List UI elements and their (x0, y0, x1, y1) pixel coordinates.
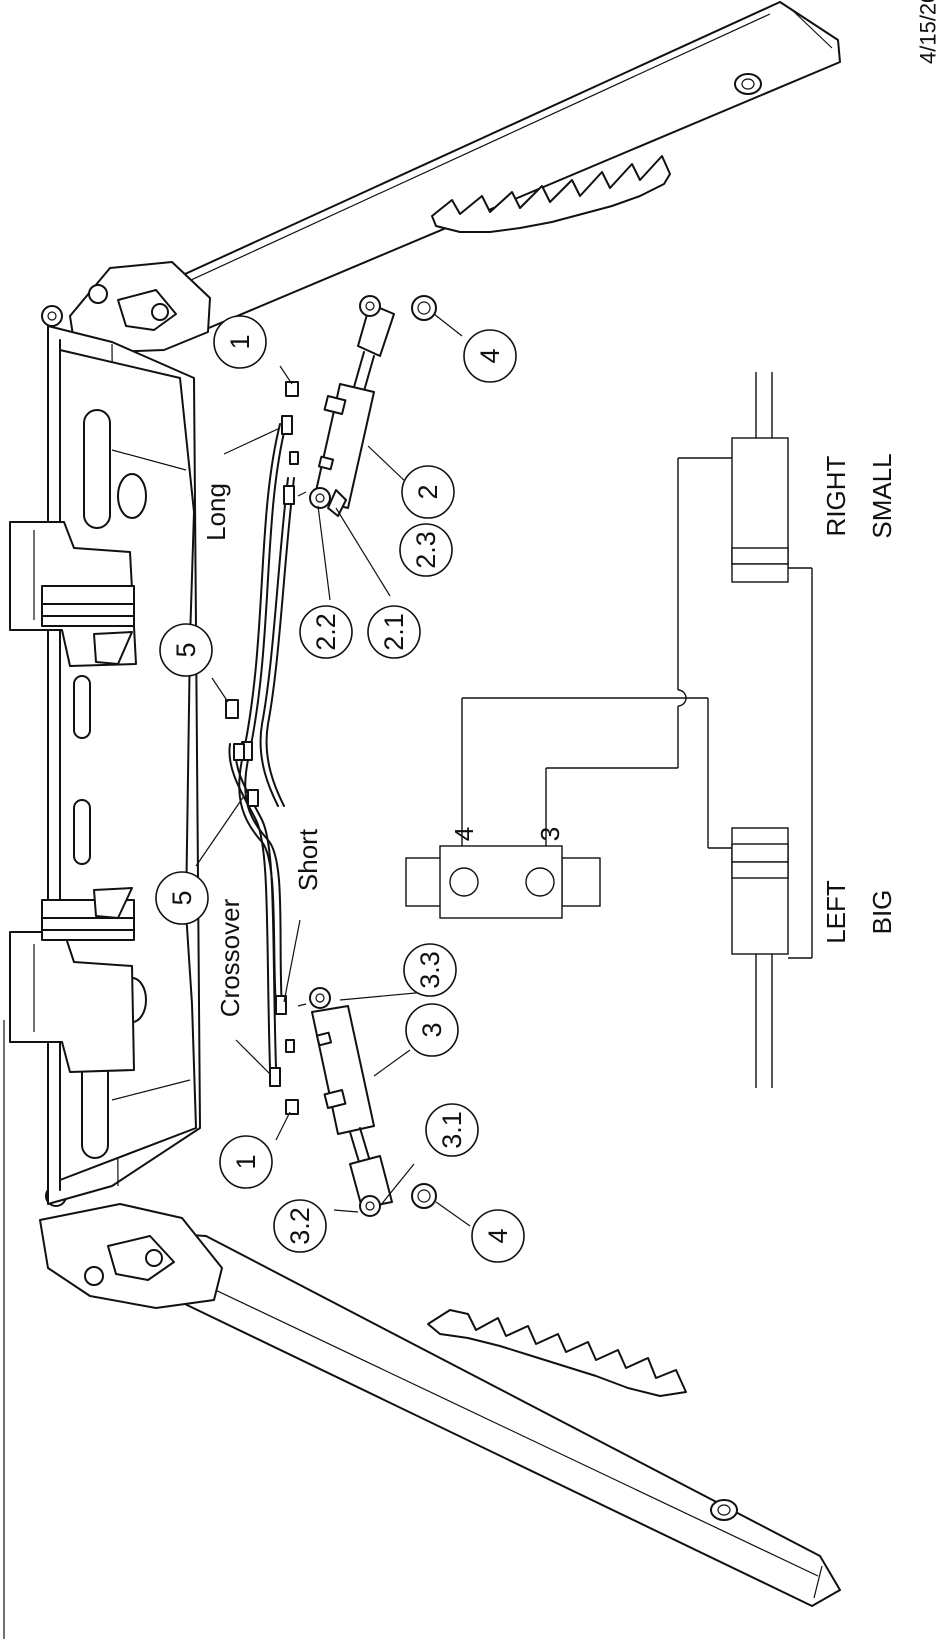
washer-4-bottom (411, 1183, 437, 1209)
callout-2: 2 (401, 465, 455, 519)
hoses (225, 295, 437, 1209)
callout-1-bottom: 1 (219, 1135, 273, 1189)
label-right: RIGHT (821, 455, 851, 536)
svg-text:3.3: 3.3 (415, 951, 445, 989)
upper-arm (41, 1, 841, 353)
leader-lines (195, 313, 471, 1227)
lower-arm (39, 1185, 841, 1607)
callout-2-3: 2.3 (399, 523, 453, 577)
main-frame (9, 325, 201, 1205)
hydraulic-schematic: 4 3 RIGHT SMALL LEFT BIG (405, 372, 897, 1088)
hose-label-long: Long (201, 483, 231, 541)
fitting-5-top (225, 699, 239, 719)
callout-1-top: 1 (213, 315, 267, 369)
date-stamp: 4/15/20 (916, 0, 941, 64)
cylinder-2 (297, 295, 395, 517)
svg-text:4: 4 (483, 1228, 513, 1243)
svg-text:2.1: 2.1 (379, 613, 409, 651)
port-label-3: 3 (535, 827, 565, 841)
lower-serrated-edge (427, 1309, 687, 1397)
svg-text:2.3: 2.3 (411, 531, 441, 569)
port-label-4: 4 (449, 827, 479, 841)
upper-serrated-edge (431, 155, 671, 233)
svg-text:5: 5 (167, 890, 197, 905)
svg-text:3.1: 3.1 (437, 1111, 467, 1149)
hose-label-crossover: Crossover (215, 898, 245, 1017)
label-left: LEFT (821, 880, 851, 944)
callout-3: 3 (405, 1003, 459, 1057)
label-big: BIG (867, 890, 897, 935)
callout-3-2: 3.2 (273, 1199, 327, 1253)
callout-3-1: 3.1 (425, 1103, 479, 1157)
svg-text:4: 4 (475, 348, 505, 363)
cylinder-3 (297, 987, 393, 1217)
svg-text:3.2: 3.2 (285, 1207, 315, 1245)
callout-4-bottom: 4 (471, 1209, 525, 1263)
svg-text:2: 2 (413, 484, 443, 499)
fitting-1-bottom (285, 1099, 299, 1115)
label-small: SMALL (867, 453, 897, 538)
fitting-1-top (285, 381, 299, 397)
washer-4-top (411, 295, 437, 321)
svg-text:2.2: 2.2 (311, 613, 341, 651)
svg-text:5: 5 (171, 642, 201, 657)
callout-5-bottom: 5 (155, 871, 209, 925)
callout-2-2: 2.2 (299, 605, 353, 659)
svg-text:1: 1 (225, 334, 255, 349)
hose-label-short: Short (293, 828, 323, 891)
svg-text:1: 1 (231, 1154, 261, 1169)
callout-2-1: 2.1 (367, 605, 421, 659)
callout-3-3: 3.3 (403, 943, 457, 997)
callout-5-top: 5 (159, 623, 213, 677)
callout-4-top: 4 (463, 329, 517, 383)
svg-text:3: 3 (417, 1022, 447, 1037)
